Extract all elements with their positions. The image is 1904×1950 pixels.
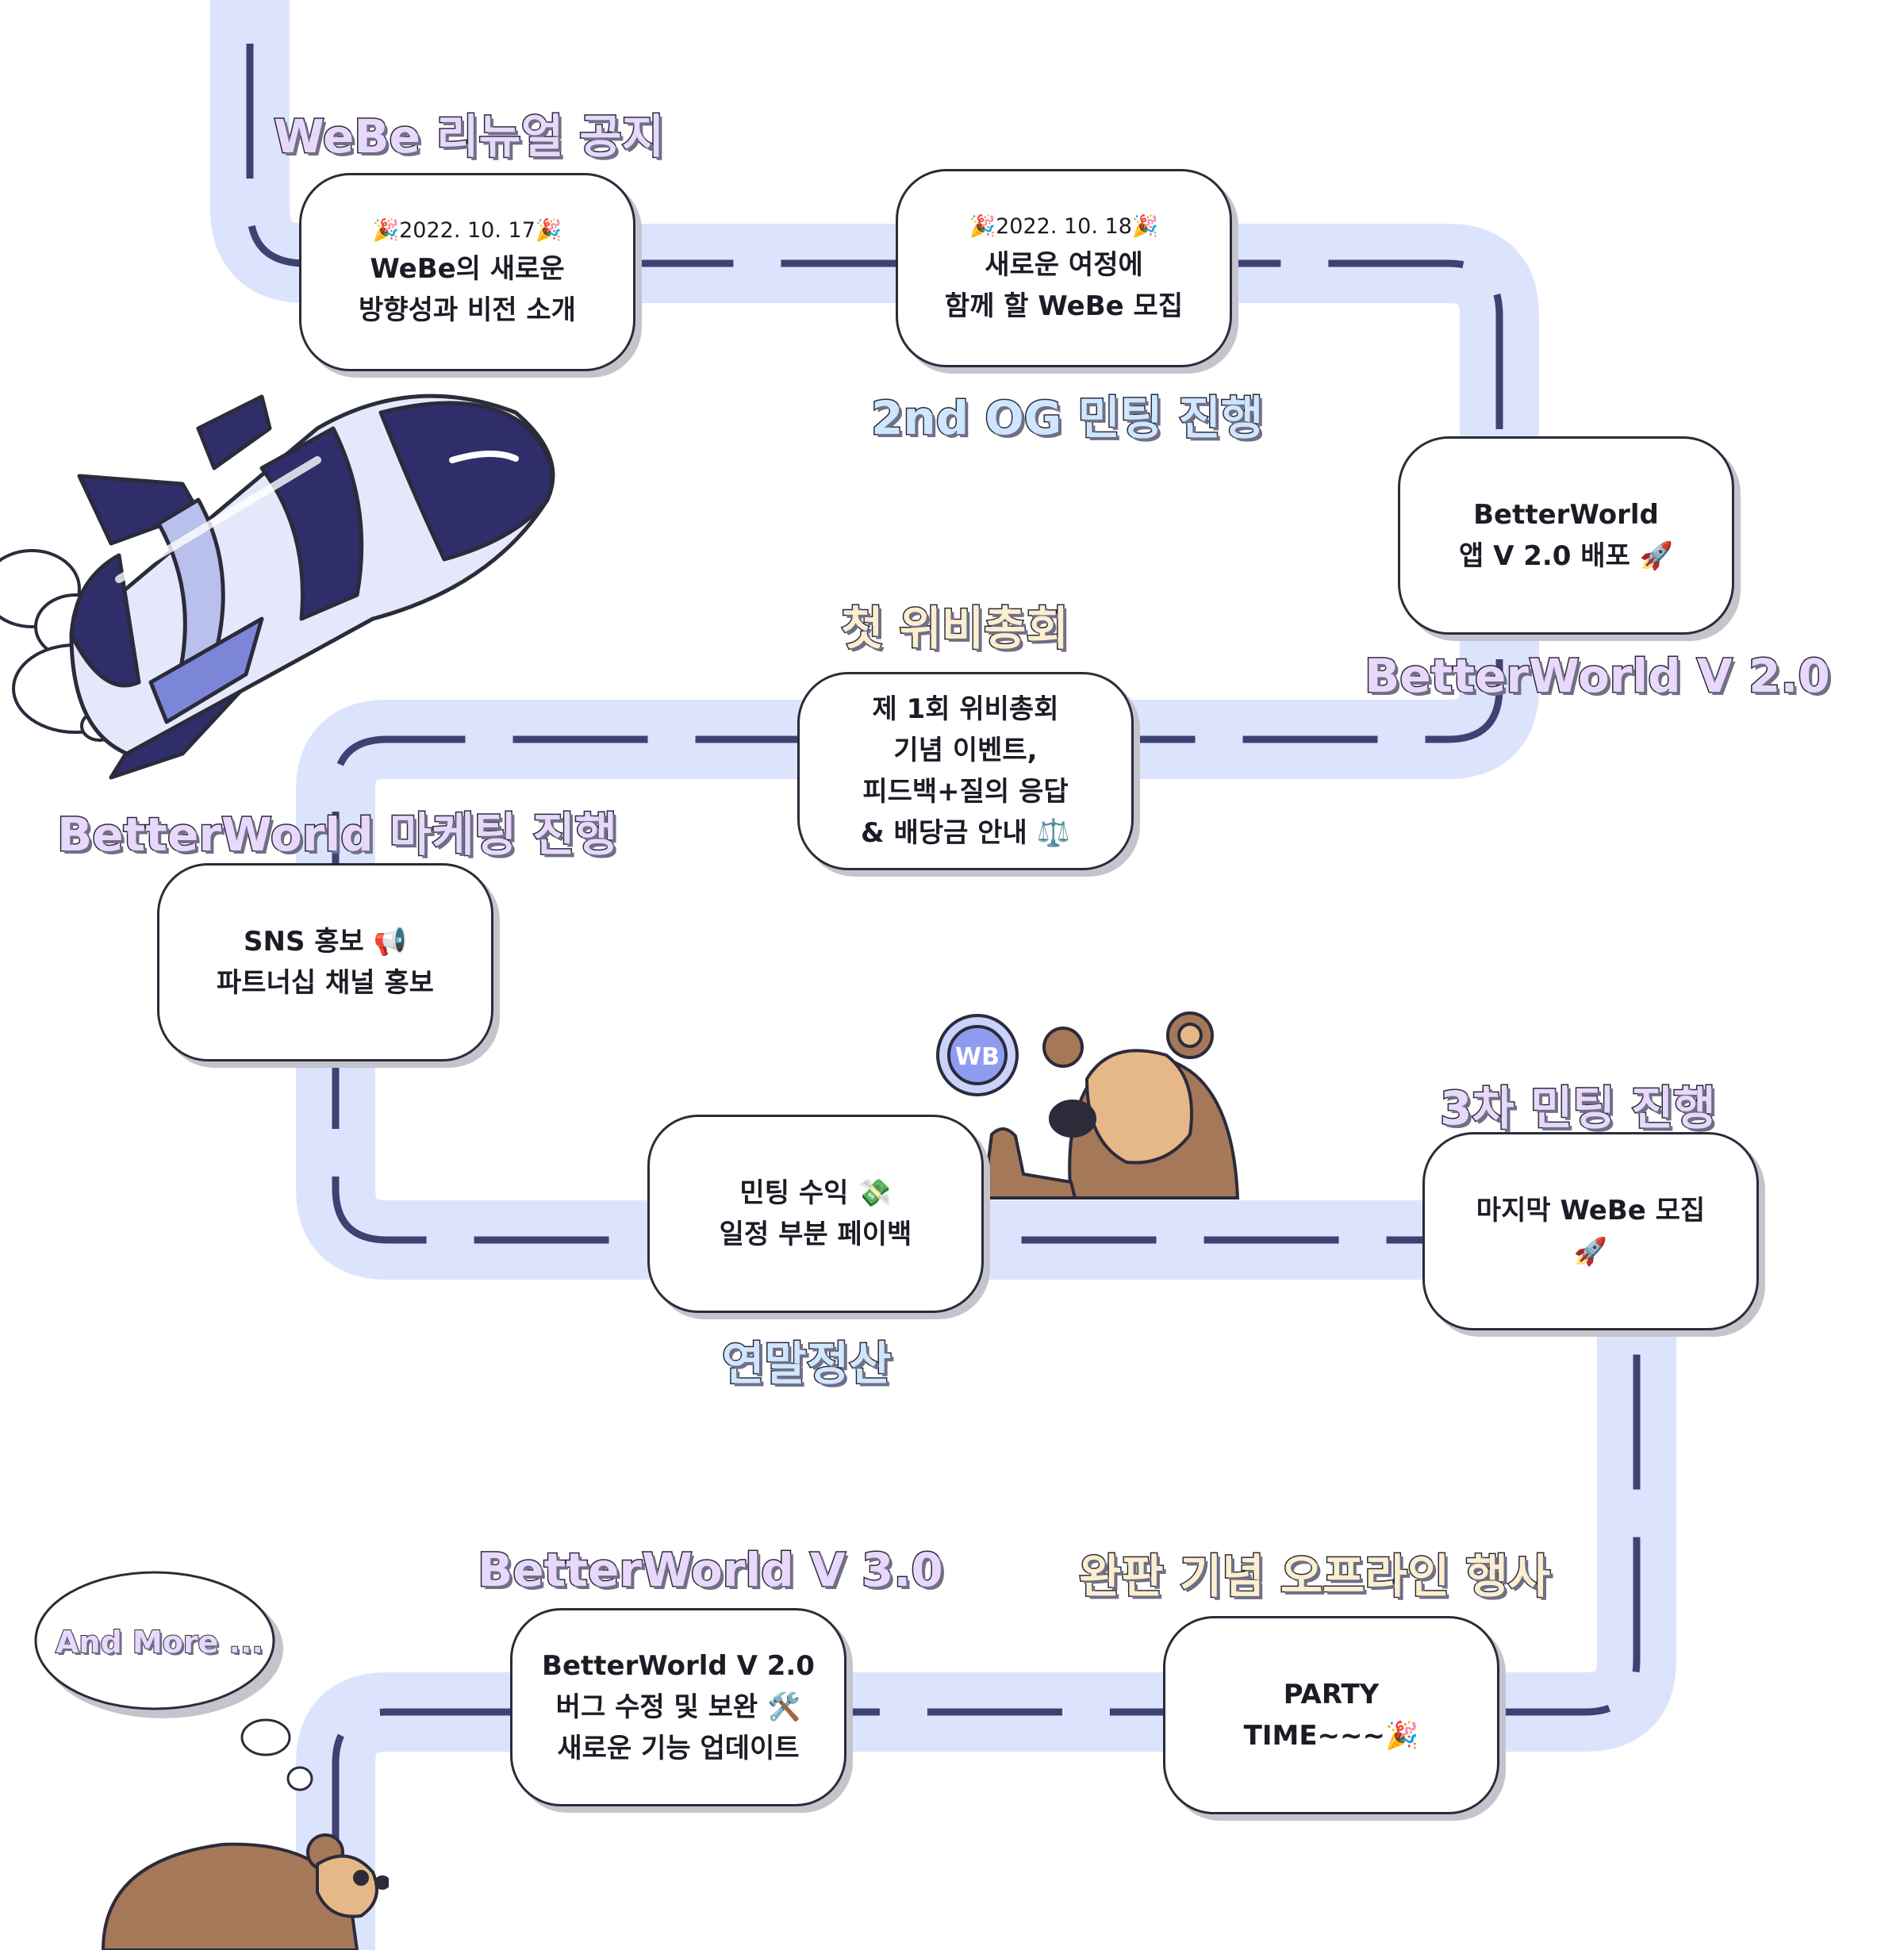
card-marketing: SNS 홍보 📢 파트너십 채널 홍보 (157, 863, 493, 1061)
card-line: WeBe의 새로운 (370, 253, 565, 285)
card-betterworld-v2: BetterWorld 앱 V 2.0 배포 🚀 (1398, 436, 1734, 635)
label-betterworld-v3: BetterWorld V 3.0 (477, 1542, 945, 1599)
card-line: PARTY (1283, 1679, 1380, 1710)
label-marketing: BetterWorld 마케팅 진행 (56, 807, 619, 863)
label-betterworld-v2: BetterWorld V 2.0 (1364, 648, 1832, 704)
card-betterworld-v3: BetterWorld V 2.0 버그 수정 및 보완 🛠️ 새로운 기능 업… (510, 1608, 846, 1806)
card-line: 일정 부분 페이백 (719, 1219, 912, 1250)
card-line: BetterWorld (1473, 499, 1659, 531)
card-third-minting: 마지막 WeBe 모집 🚀 (1422, 1132, 1759, 1330)
card-line: 🚀 (1573, 1236, 1608, 1268)
card-line: 함께 할 WeBe 모집 (944, 290, 1184, 322)
card-year-end: 민팅 수익 💸 일정 부분 페이백 (647, 1115, 984, 1313)
card-line: & 배당금 안내 ⚖️ (861, 817, 1070, 849)
card-date: 🎉2022. 10. 17🎉 (372, 218, 562, 243)
card-date: 🎉2022. 10. 18🎉 (969, 214, 1159, 239)
label-offline-event: 완판 기념 오프라인 행사 (1077, 1549, 1551, 1605)
card-line: TIME~~~🎉 (1243, 1720, 1419, 1752)
card-line: SNS 홍보 📢 (244, 926, 407, 958)
card-line: 마지막 WeBe 모집 (1476, 1195, 1706, 1226)
coin-icon: WB (955, 1043, 1000, 1071)
thought-bubble-text: And More ... (55, 1624, 264, 1660)
card-line: 앱 V 2.0 배포 🚀 (1458, 540, 1674, 572)
label-year-end: 연말정산 (720, 1336, 892, 1392)
card-line: 파트너십 채널 홍보 (217, 967, 434, 999)
card-line: 민팅 수익 💸 (739, 1177, 892, 1209)
card-line: 제 1회 위비총회 (872, 693, 1059, 725)
label-og-minting: 2nd OG 민팅 진행 (869, 390, 1264, 447)
label-webe-renewal: WeBe 리뉴얼 공지 (273, 109, 666, 165)
label-first-assembly: 첫 위비총회 (840, 601, 1070, 657)
card-line: 새로운 여정에 (985, 249, 1143, 281)
bear-illustration: WB (936, 1011, 1240, 1200)
card-line: 방향성과 비전 소개 (359, 294, 576, 326)
card-line: 버그 수정 및 보완 🛠️ (555, 1691, 801, 1723)
card-line: 피드백+질의 응답 (862, 776, 1069, 808)
bear-peeking-illustration (101, 1833, 389, 1950)
card-first-assembly: 제 1회 위비총회 기념 이벤트, 피드백+질의 응답 & 배당금 안내 ⚖️ (797, 672, 1134, 870)
card-line: 새로운 기능 업데이트 (557, 1733, 800, 1764)
card-webe-renewal: 🎉2022. 10. 17🎉 WeBe의 새로운 방향성과 비전 소개 (299, 173, 635, 371)
card-og-minting: 🎉2022. 10. 18🎉 새로운 여정에 함께 할 WeBe 모집 (896, 169, 1232, 367)
card-line: BetterWorld V 2.0 (542, 1650, 815, 1682)
card-offline-event: PARTY TIME~~~🎉 (1163, 1616, 1499, 1814)
card-line: 기념 이벤트, (893, 735, 1038, 766)
label-third-minting: 3차 민팅 진행 (1439, 1081, 1718, 1137)
rocket-illustration (0, 393, 555, 780)
thought-cloud-icon (34, 1571, 313, 1791)
